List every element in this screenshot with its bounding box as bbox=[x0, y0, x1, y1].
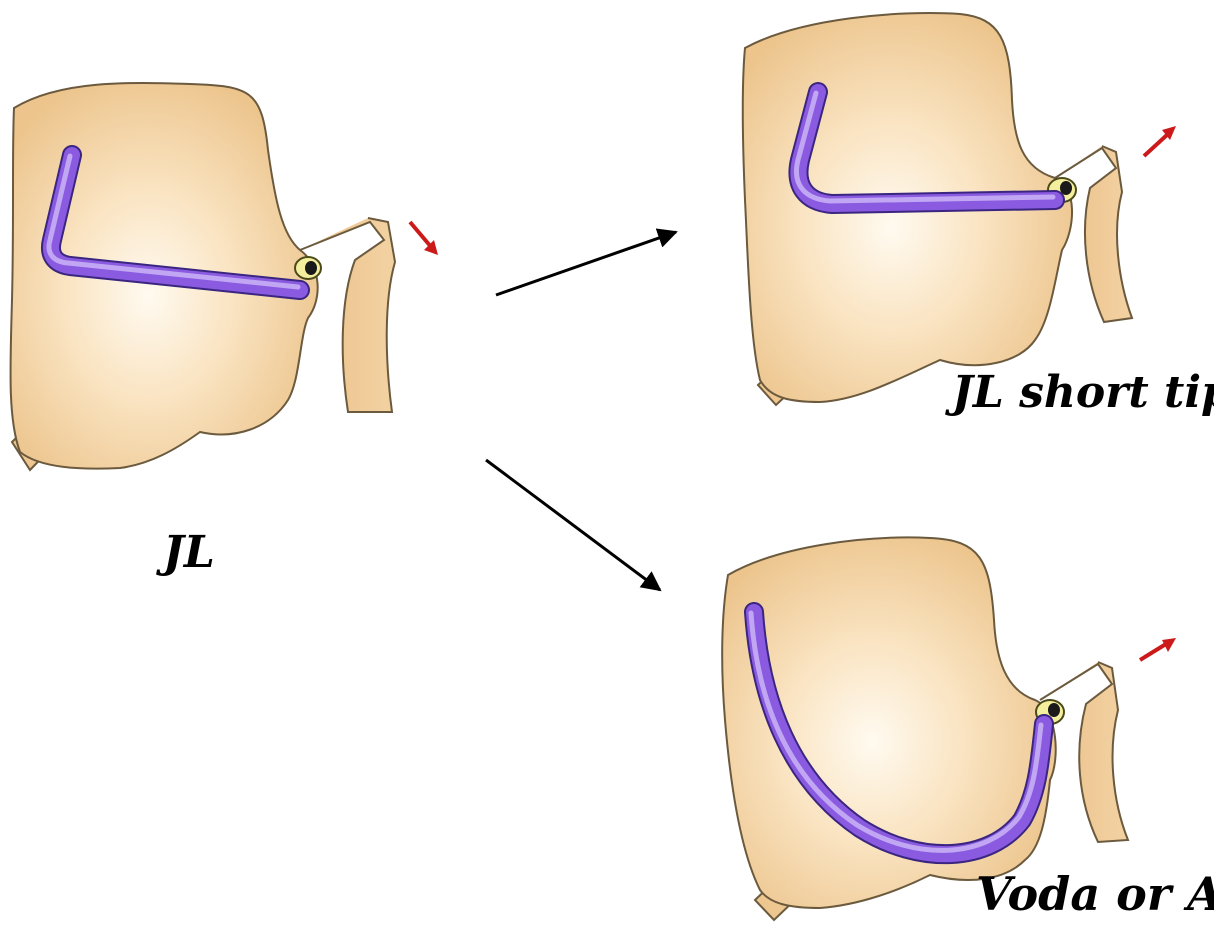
voda-panel bbox=[722, 537, 1176, 920]
short-tip-panel bbox=[743, 13, 1176, 405]
jl-short-tip-label: JL short tip bbox=[952, 371, 1214, 415]
jl-panel bbox=[10, 83, 438, 470]
motion-arrow-icon bbox=[410, 222, 438, 255]
transition-arrow-icon bbox=[486, 460, 660, 590]
ostium-opening bbox=[305, 261, 317, 275]
ostium-opening bbox=[1048, 703, 1060, 717]
coronary-artery bbox=[300, 218, 395, 412]
transition-arrow-icon bbox=[496, 232, 676, 295]
voda-or-al-label: Voda or AL bbox=[976, 871, 1214, 917]
jl-label: JL bbox=[163, 531, 215, 575]
motion-arrow-icon bbox=[1140, 638, 1176, 660]
motion-arrow-icon bbox=[1144, 126, 1176, 156]
